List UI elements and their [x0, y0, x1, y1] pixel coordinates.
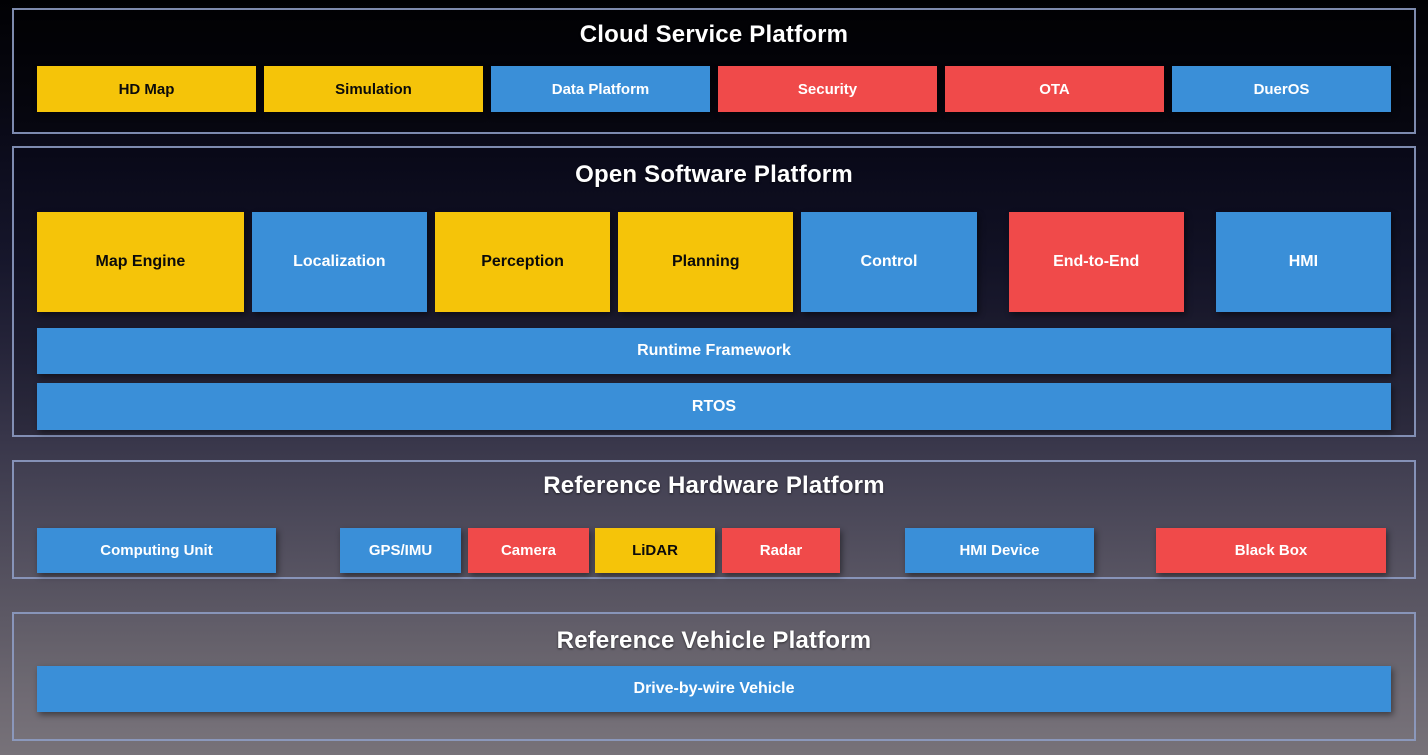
reference-hardware-platform-section: Reference Hardware Platform Computing Un… [12, 460, 1416, 579]
box-map-engine: Map Engine [37, 212, 244, 312]
box-lidar: LiDAR [595, 528, 715, 573]
bar-runtime-framework: Runtime Framework [37, 328, 1391, 374]
vehicle-platform-title: Reference Vehicle Platform [556, 627, 872, 654]
box-gps-imu: GPS/IMU [340, 528, 461, 573]
open-software-platform-section: Open Software Platform Map Engine Locali… [12, 146, 1416, 437]
box-planning: Planning [618, 212, 794, 312]
box-hd-map: HD Map [37, 66, 256, 112]
box-ota: OTA [945, 66, 1164, 112]
hardware-platform-title: Reference Hardware Platform [543, 472, 885, 499]
box-end-to-end: End-to-End [1008, 212, 1184, 312]
bar-rtos: RTOS [37, 383, 1391, 430]
box-camera: Camera [468, 528, 589, 573]
software-modules-row: Map Engine Localization Perception Plann… [14, 212, 1414, 312]
box-perception: Perception [434, 212, 611, 312]
cloud-platform-title: Cloud Service Platform [579, 21, 849, 48]
box-hmi: HMI [1215, 212, 1391, 312]
box-black-box: Black Box [1156, 528, 1386, 573]
box-simulation: Simulation [264, 66, 483, 112]
software-platform-title: Open Software Platform [575, 161, 853, 188]
box-radar: Radar [722, 528, 840, 573]
hardware-boxes-row: Computing Unit GPS/IMU Camera LiDAR Rada… [14, 528, 1414, 573]
box-data-platform: Data Platform [491, 66, 710, 112]
box-computing-unit: Computing Unit [37, 528, 276, 573]
box-dueros: DuerOS [1172, 66, 1391, 112]
bar-drive-by-wire-vehicle: Drive-by-wire Vehicle [37, 666, 1391, 712]
cloud-service-platform-section: Cloud Service Platform HD Map Simulation… [12, 8, 1416, 134]
reference-vehicle-platform-section: Reference Vehicle Platform Drive-by-wire… [12, 612, 1416, 741]
cloud-boxes-row: HD Map Simulation Data Platform Security… [14, 66, 1414, 112]
box-control: Control [801, 212, 977, 312]
box-security: Security [718, 66, 937, 112]
box-hmi-device: HMI Device [905, 528, 1094, 573]
box-localization: Localization [251, 212, 427, 312]
